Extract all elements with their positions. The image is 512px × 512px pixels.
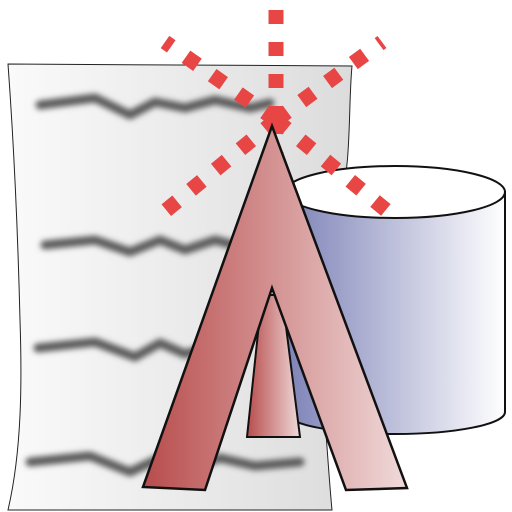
text-scribble-line xyxy=(40,235,250,257)
signal-hub xyxy=(267,111,285,129)
tower-frame xyxy=(141,122,409,492)
signal-ray xyxy=(271,114,397,221)
antenna-tower-icon xyxy=(141,122,409,492)
signal-ray xyxy=(271,35,387,127)
signal-ray xyxy=(160,35,281,127)
cylinder-top xyxy=(284,165,506,219)
signal-ray xyxy=(153,114,281,223)
